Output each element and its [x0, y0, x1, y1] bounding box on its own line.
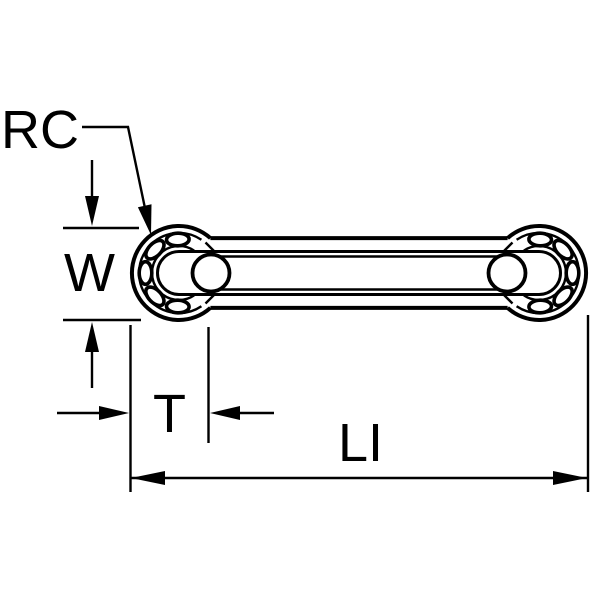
serration-lobe: [527, 231, 554, 248]
t-dimension: T: [57, 325, 274, 492]
rc-dimension: RC: [1, 100, 152, 235]
rc-label: RC: [1, 100, 79, 160]
w-arrowhead-down: [85, 196, 99, 226]
t-label: T: [153, 384, 186, 444]
serration-lobe: [137, 259, 154, 287]
rc-leader-arrowhead: [137, 204, 152, 235]
li-arrowhead-right: [553, 471, 587, 485]
serration-lobe: [552, 238, 574, 261]
w-dimension: W: [63, 160, 141, 388]
right-head-outline: [506, 224, 589, 322]
screw-hole-right: [486, 252, 528, 294]
serration-lobe: [144, 285, 166, 308]
screw-hole-left: [190, 252, 232, 294]
li-dimension: LI: [131, 315, 590, 492]
right-head-serration-lobes: [527, 231, 581, 315]
li-label: LI: [338, 413, 383, 473]
center-slot-outline: [156, 250, 562, 296]
rc-leader-line: [82, 125, 148, 214]
t-arrowhead-left: [210, 406, 240, 420]
w-arrowhead-up: [85, 322, 99, 352]
serration-lobe: [164, 298, 191, 315]
serration-lobe: [552, 285, 574, 308]
serration-lobe: [527, 298, 554, 315]
li-arrowhead-left: [131, 471, 165, 485]
t-arrowhead-right: [99, 406, 129, 420]
w-label: W: [64, 243, 115, 303]
serration-lobe: [164, 231, 191, 248]
left-head-outline: [129, 224, 212, 322]
left-head-serration-lobes: [137, 231, 191, 315]
grooving-insert: [129, 224, 589, 322]
serration-lobe: [564, 259, 581, 287]
serration-lobe: [144, 238, 166, 261]
